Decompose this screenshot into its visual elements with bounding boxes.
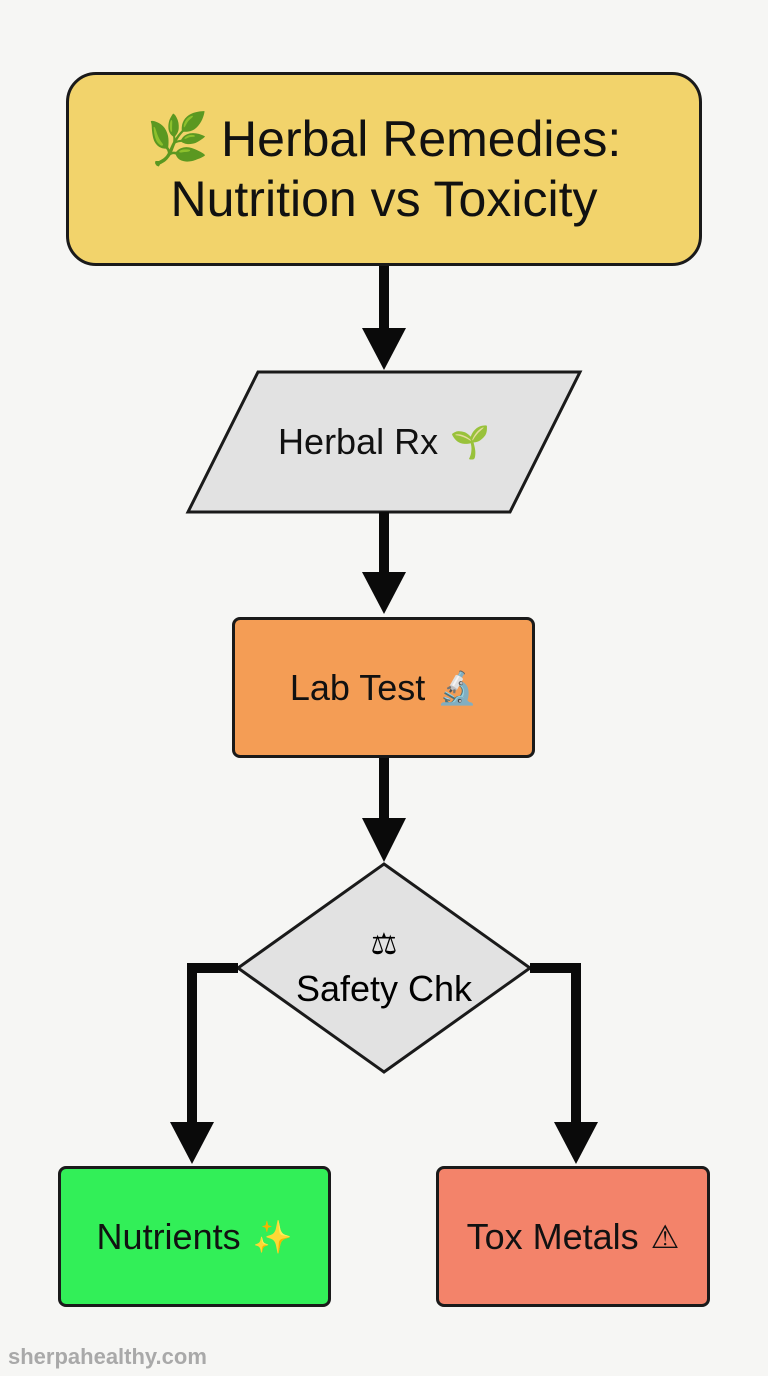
title-text-2: Nutrition vs Toxicity [170, 171, 598, 227]
microscope-icon: 🔬 [437, 669, 478, 706]
scale-icon: ⚖ [370, 927, 398, 961]
sparkles-icon: ✨ [252, 1218, 293, 1255]
process-node-label: Lab Test [289, 666, 426, 708]
title-node: 🌿Herbal Remedies: Nutrition vs Toxicity [66, 72, 702, 266]
tox-metals-node: Tox Metals ⚠ [436, 1166, 710, 1307]
nutrients-node-label: Nutrients [96, 1215, 241, 1257]
arrow-decision-to-tox [530, 963, 581, 1128]
arrow-decision-to-nutrients [187, 963, 238, 1128]
process-node: Lab Test 🔬 [232, 617, 535, 758]
input-node: Herbal Rx 🌱 [188, 372, 580, 512]
decision-node: ⚖ Safety Chk [238, 864, 530, 1072]
input-node-label: Herbal Rx [278, 421, 439, 462]
title-text-1: Herbal Remedies: [221, 111, 622, 167]
input-node-shape [185, 370, 583, 514]
title-line-1: 🌿Herbal Remedies: [147, 109, 621, 169]
arrowhead-decision-to-tox [554, 1122, 598, 1164]
seedling-icon: 🌱 [450, 424, 490, 460]
arrowhead-lab-to-decision [362, 818, 406, 862]
nutrients-node: Nutrients ✨ [58, 1166, 331, 1307]
warning-icon: ⚠ [650, 1218, 680, 1255]
watermark: sherpahealthy.com [8, 1344, 207, 1369]
arrowhead-input-to-lab [362, 572, 406, 614]
decision-node-shape [235, 862, 533, 1074]
arrowhead-decision-to-nutrients [170, 1122, 214, 1164]
tox-metals-node-label: Tox Metals [466, 1215, 639, 1257]
decision-node-label: Safety Chk [295, 967, 473, 1009]
herb-leaf-icon: 🌿 [146, 111, 210, 167]
arrowhead-title-to-input [362, 328, 406, 370]
